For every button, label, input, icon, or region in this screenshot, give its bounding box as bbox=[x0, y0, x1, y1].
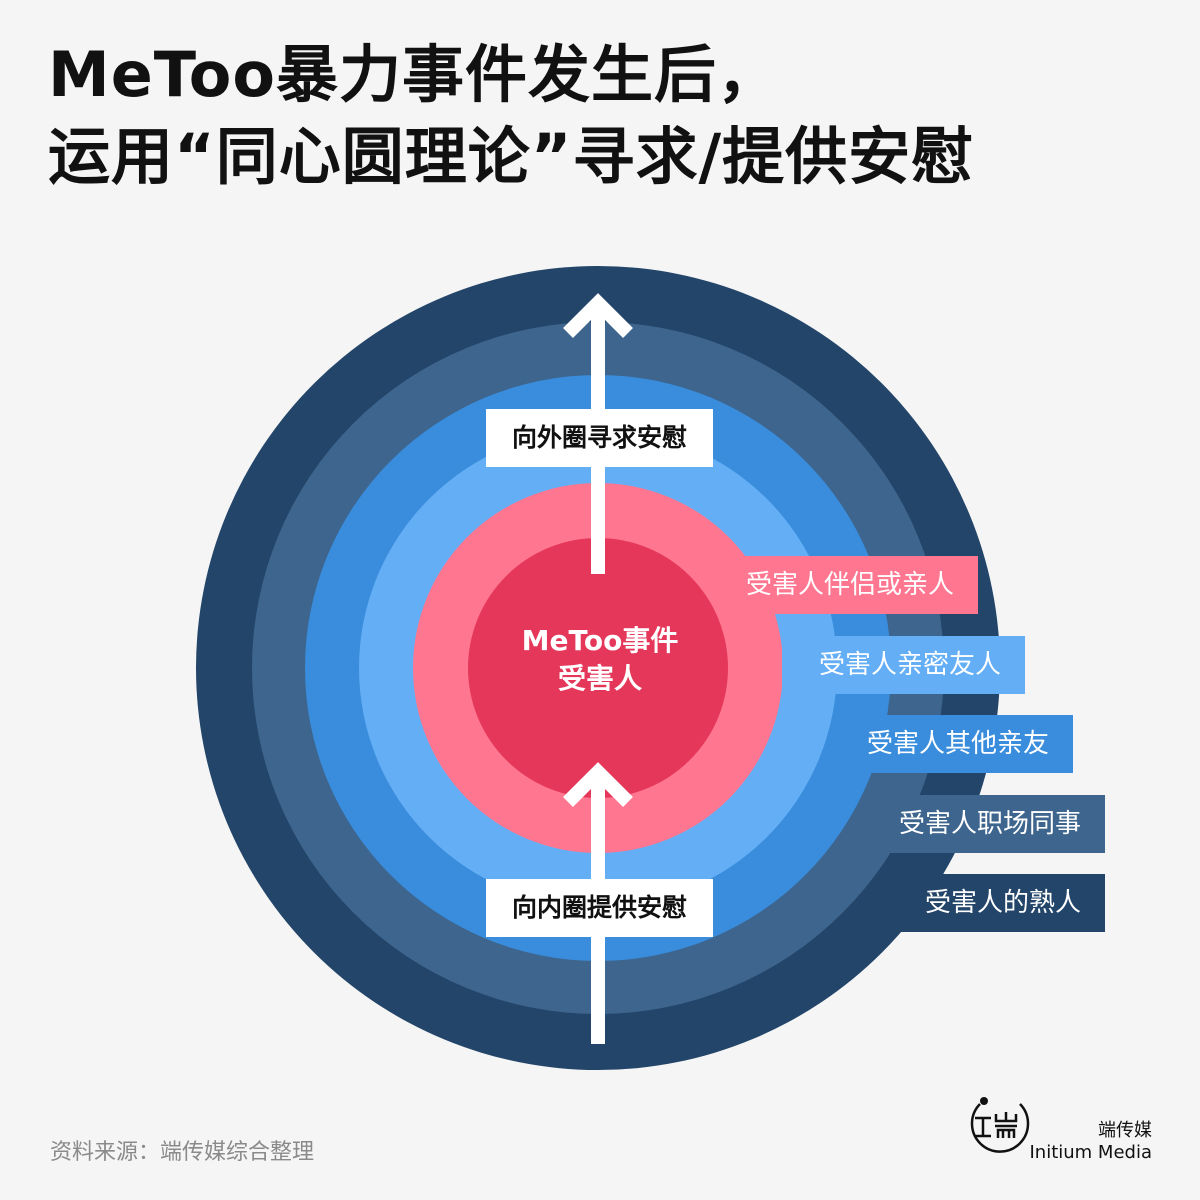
brand-name-en: Initium Media bbox=[1029, 1142, 1152, 1163]
center-label-line-2: 受害人 bbox=[557, 662, 642, 695]
ring-label-close-friends: 受害人亲密友人 bbox=[782, 636, 1025, 694]
brand-name-cn: 端传媒 bbox=[1098, 1120, 1152, 1141]
ring-label-other-relatives: 受害人其他亲友 bbox=[836, 715, 1073, 773]
brand-block: 端传媒 Initium Media bbox=[966, 1092, 1166, 1172]
center-label-line-1: MeToo事件 bbox=[521, 624, 679, 657]
title-line-1: MeToo暴力事件发生后， bbox=[48, 38, 780, 111]
core-victim bbox=[468, 538, 728, 798]
ring-label-partner-family: 受害人伴侣或亲人 bbox=[728, 556, 978, 614]
center-label: MeToo事件 受害人 bbox=[470, 622, 730, 698]
initium-logo-icon bbox=[970, 1097, 1030, 1153]
inward-arrow-label: 向内圈提供安慰 bbox=[486, 879, 713, 937]
source-note: 资料来源：端传媒综合整理 bbox=[50, 1140, 315, 1165]
page-title: MeToo暴力事件发生后， 运用“同心圆理论”寻求/提供安慰 bbox=[48, 34, 974, 198]
ring-label-acquaintances: 受害人的熟人 bbox=[896, 874, 1105, 932]
ring-label-coworkers: 受害人职场同事 bbox=[868, 795, 1105, 853]
title-line-2: 运用“同心圆理论”寻求/提供安慰 bbox=[48, 120, 975, 193]
outward-arrow-label: 向外圈寻求安慰 bbox=[486, 409, 713, 467]
